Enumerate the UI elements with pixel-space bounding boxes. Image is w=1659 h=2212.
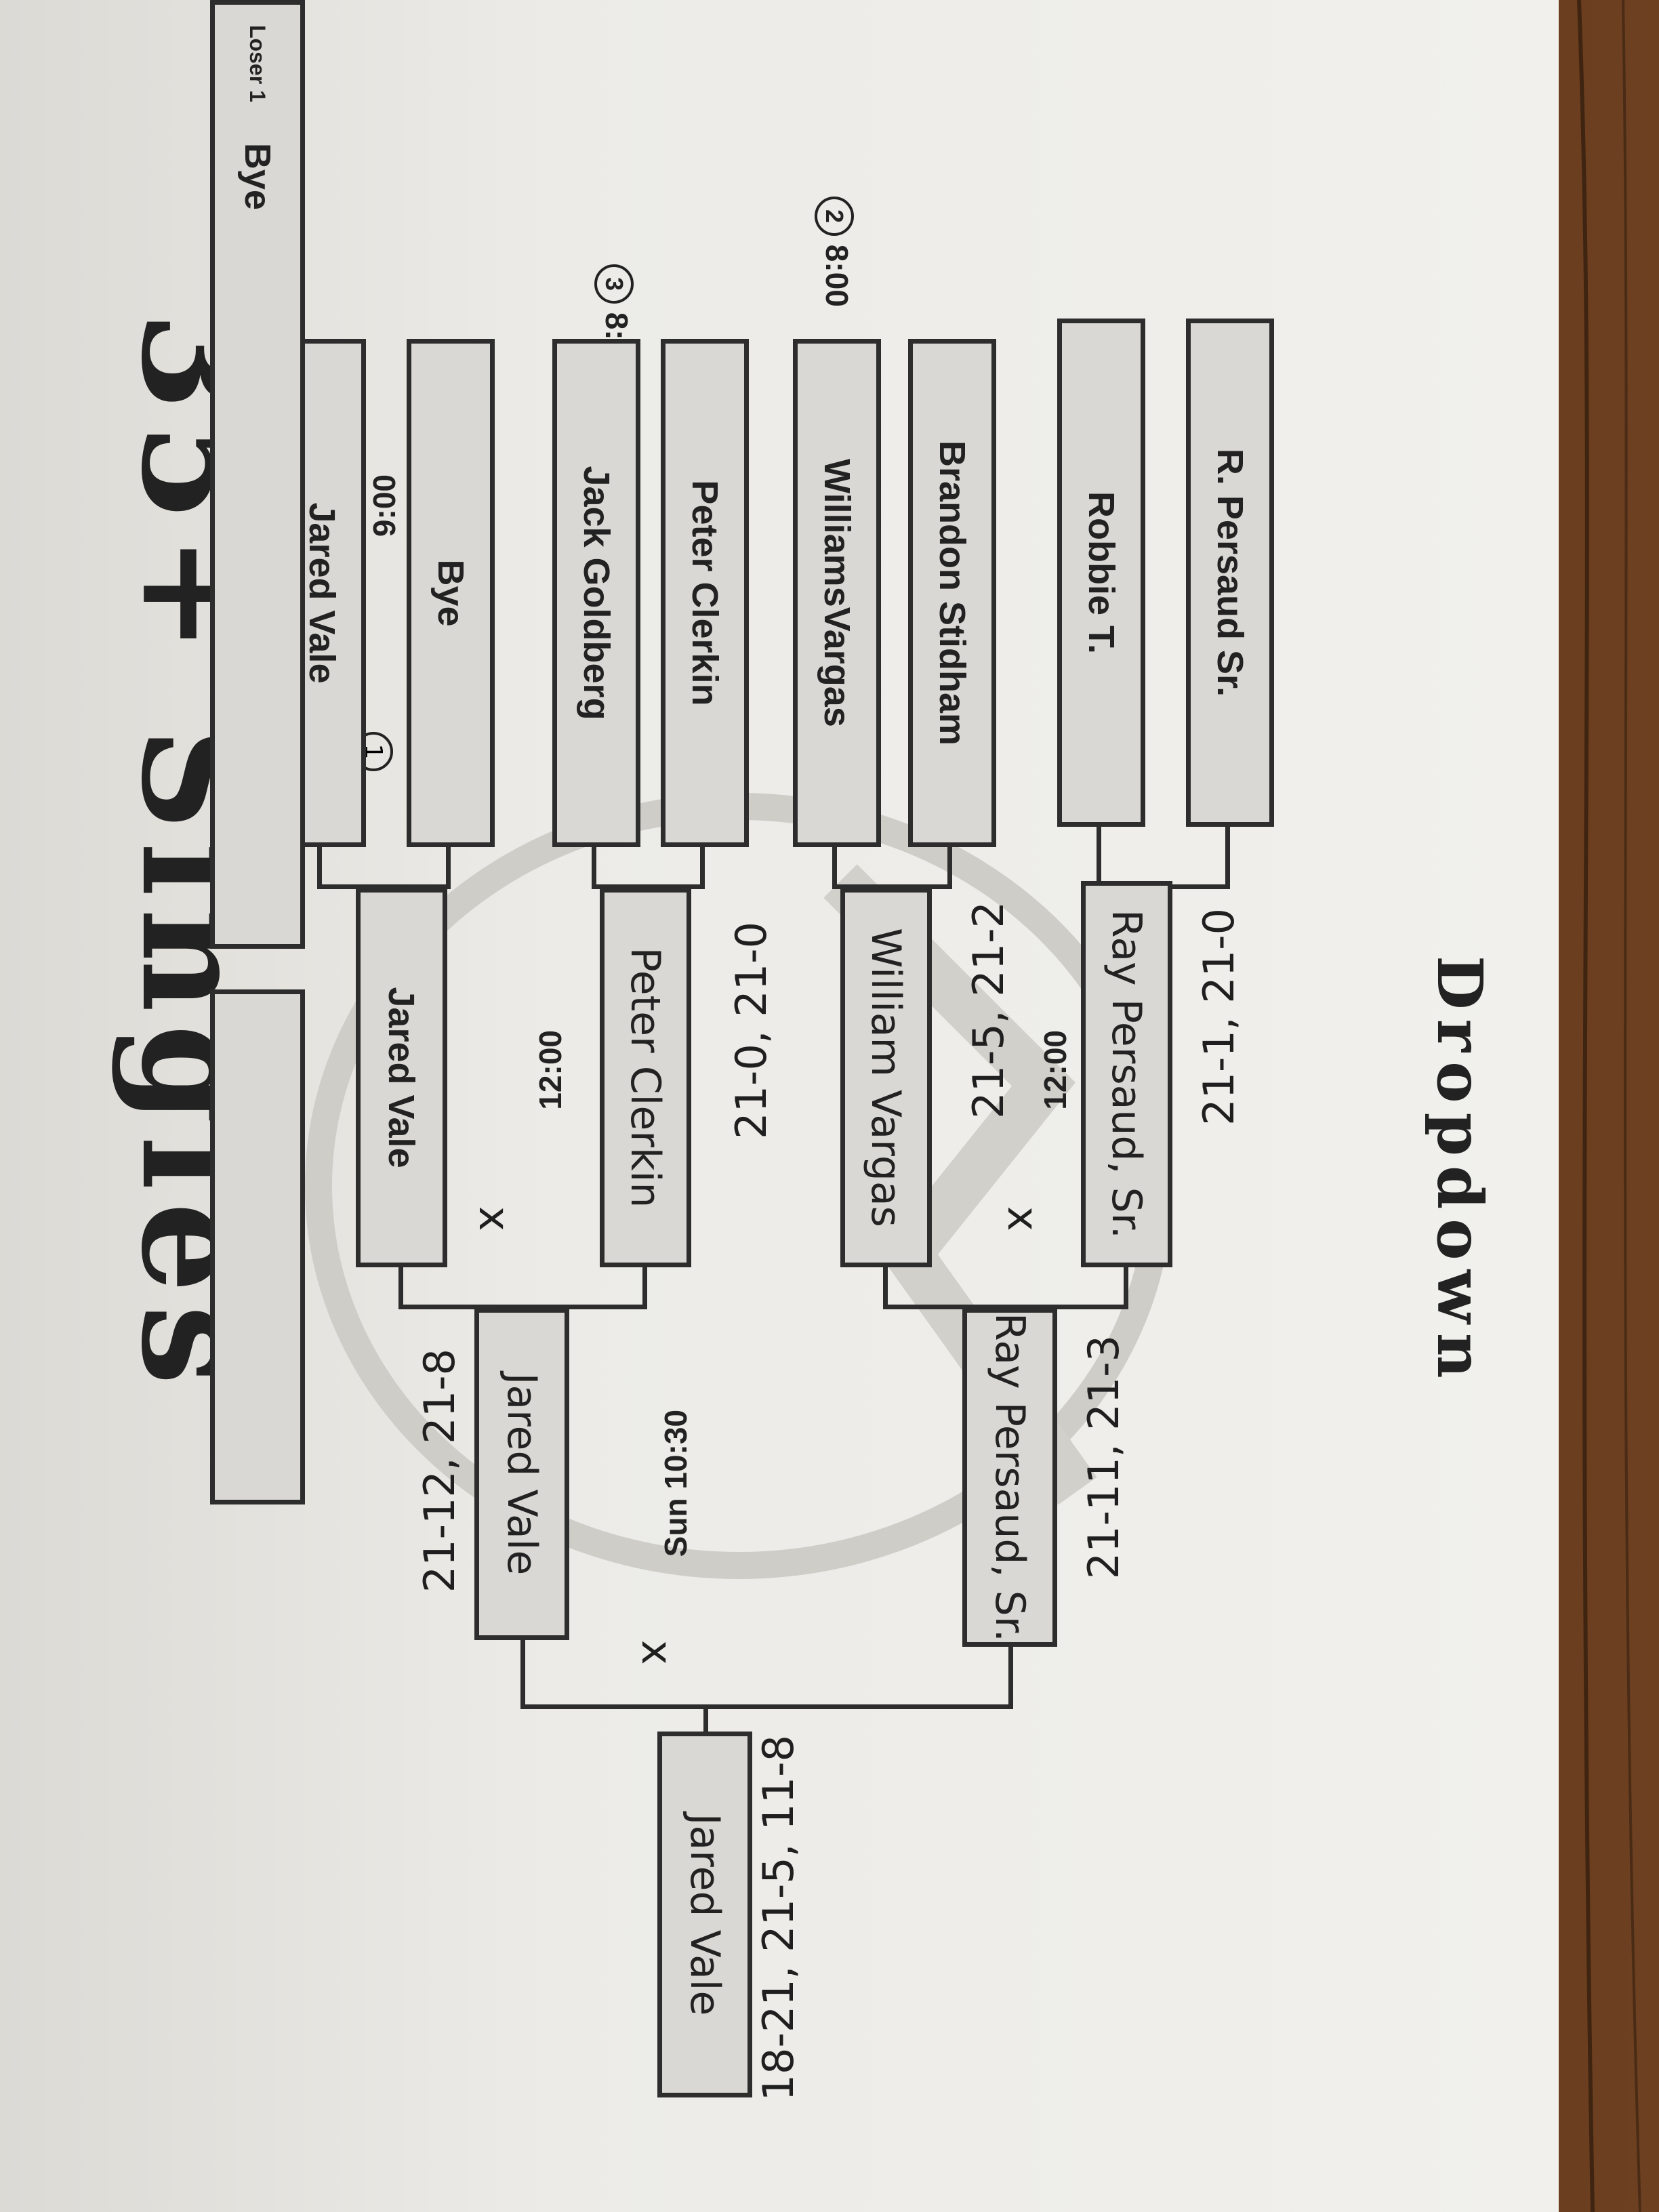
round2-slot-4: Ray Persaud, Sr. <box>1081 881 1172 1267</box>
time-label: 8:00 <box>819 244 855 307</box>
dropdown-slot-1: Loser 1 Bye <box>210 0 305 949</box>
connector <box>398 1267 403 1308</box>
score-round2-a: 21-0, 21-0 <box>726 922 776 1139</box>
paper-sheet: 35+ Singles Dropdown 2 8:00 3 8:00 9:00 … <box>0 0 1559 2212</box>
player-slot-6: Brandon Stidham <box>908 339 996 847</box>
final-winner-slot: Jared Vale <box>657 1732 752 2097</box>
player-slot-4: Peter Clerkin <box>661 339 749 847</box>
dropdown-slot-2 <box>210 989 305 1504</box>
score-round2-c: 21-1, 21-0 <box>1194 908 1244 1126</box>
connector <box>317 847 322 888</box>
match-number-2-time: 2 8:00 <box>815 197 855 307</box>
player-slot-8: R. Persaud Sr. <box>1186 319 1274 827</box>
connector <box>1225 827 1230 888</box>
score-semifinal-a: 21-12, 21-8 <box>415 1349 464 1593</box>
x-mark: x <box>470 1206 519 1231</box>
connector <box>883 1267 888 1308</box>
connector <box>1097 827 1101 888</box>
player-slot-5: WilliamsVargas <box>793 339 881 847</box>
connector <box>832 847 837 888</box>
semifinal-slot-1: Jared Vale <box>474 1308 569 1640</box>
bracket-sheet: 35+ Singles Dropdown 2 8:00 3 8:00 9:00 … <box>110 0 1496 2102</box>
time-label-9: 9:00 <box>367 474 402 537</box>
player-slot-2: Bye <box>407 339 495 847</box>
connector <box>446 847 451 888</box>
connector <box>592 847 596 888</box>
connector <box>703 1704 708 1732</box>
round2-slot-1: Jared Vale <box>356 888 447 1267</box>
connector <box>947 847 952 888</box>
connector <box>1008 1647 1013 1708</box>
connector <box>520 1704 1013 1709</box>
dropdown-label: Loser 1 <box>245 25 270 102</box>
round2-slot-2: Peter Clerkin <box>600 888 691 1267</box>
connector <box>642 1267 647 1308</box>
score-final: 18-21, 21-5, 11-8 <box>754 1735 803 2102</box>
time-label-12b: 12:00 <box>1038 1030 1073 1110</box>
connector <box>700 847 705 888</box>
player-slot-7: Robbie T. <box>1057 319 1145 827</box>
score-round2-b: 21-5, 21-2 <box>964 901 1013 1119</box>
connector <box>1124 1267 1128 1308</box>
match-number-2: 2 <box>815 197 854 236</box>
match-number-3: 3 <box>594 264 634 304</box>
round2-slot-3: William Vargas <box>840 888 932 1267</box>
x-mark: x <box>632 1640 682 1665</box>
player-slot-3: Jack Goldberg <box>552 339 640 847</box>
connector <box>520 1640 525 1708</box>
x-mark: x <box>998 1206 1048 1231</box>
time-label-sun: Sun 10:30 <box>658 1410 693 1557</box>
page-subtitle: Dropdown <box>1423 956 1496 1388</box>
semifinal-slot-2: Ray Persaud, Sr. <box>962 1308 1057 1647</box>
dropdown-player: Bye <box>237 142 278 210</box>
score-semifinal-b: 21-11, 21-3 <box>1079 1335 1128 1580</box>
time-label-12a: 12:00 <box>533 1030 568 1110</box>
